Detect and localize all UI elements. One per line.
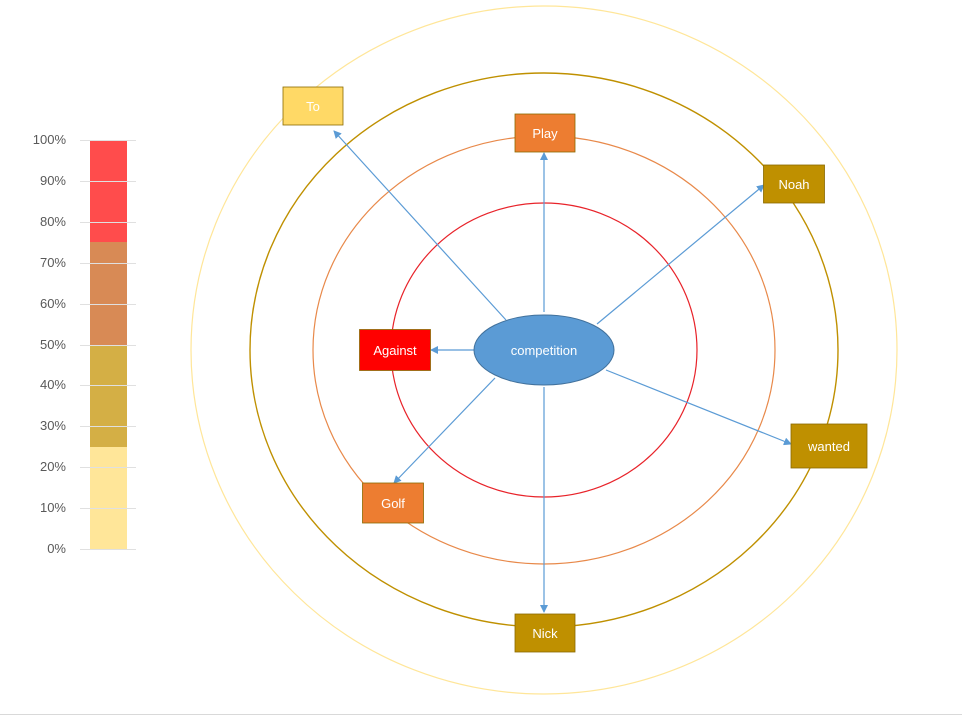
- node-nick-label: Nick: [532, 626, 558, 641]
- node-play[interactable]: Play: [514, 113, 576, 153]
- node-against[interactable]: Against: [359, 329, 431, 371]
- center-ellipse: [473, 314, 615, 386]
- node-wanted[interactable]: wanted: [790, 423, 868, 469]
- scale-gridline: [80, 303, 136, 305]
- scale-gridline: [80, 221, 136, 223]
- arrow-to-noah: [596, 184, 765, 325]
- scale-tick-label: 30%: [39, 418, 66, 434]
- arrow-to-to: [333, 130, 507, 321]
- scale-band-2: [90, 344, 127, 447]
- scale-gridline: [80, 426, 136, 428]
- scale-tick-label: 90%: [39, 172, 66, 188]
- bottom-divider: [0, 714, 962, 715]
- scale-gridline: [80, 385, 136, 387]
- node-to[interactable]: To: [282, 86, 344, 126]
- arrows: [333, 130, 792, 613]
- node-golf[interactable]: Golf: [362, 482, 424, 524]
- scale-tick-label: 80%: [39, 213, 66, 229]
- scale-band-4: [90, 140, 127, 243]
- center-label: competition: [511, 343, 577, 358]
- node-wanted-label: wanted: [807, 439, 850, 454]
- node-nick-box: [514, 613, 576, 653]
- center-node[interactable]: competition: [473, 314, 615, 386]
- node-against-label: Against: [373, 343, 417, 358]
- node-to-label: To: [306, 99, 320, 114]
- scale-tick-label: 0%: [47, 541, 66, 556]
- scale-tick-label: 50%: [39, 336, 66, 352]
- scale-tick-label: 10%: [39, 500, 66, 516]
- scale-tick-label: 20%: [39, 459, 66, 475]
- percentage-scale: 0% 10% 20% 30% 40% 50% 60% 70% 80% 90% 100%: [0, 0, 150, 600]
- node-against-box: [359, 329, 431, 371]
- node-noah-label: Noah: [778, 177, 809, 192]
- arrow-to-wanted: [605, 369, 792, 446]
- node-play-box: [514, 113, 576, 153]
- scale-band-3: [90, 242, 127, 345]
- scale-gridline: [80, 262, 136, 264]
- scale-gridline: [80, 180, 136, 182]
- arrow-to-golf: [393, 377, 496, 484]
- scale-tick-label: 60%: [39, 295, 66, 311]
- node-golf-box: [362, 482, 424, 524]
- scale-tick-label: 40%: [39, 377, 66, 393]
- scale-gridline: [80, 549, 136, 550]
- scale-gridline: [80, 508, 136, 510]
- scale-gridline: [80, 140, 136, 141]
- node-wanted-box: [790, 423, 868, 469]
- scale-tick-label: 70%: [39, 254, 66, 270]
- outer-ring: [190, 5, 898, 695]
- scale-band-1: [90, 446, 127, 549]
- scale-gridline: [80, 467, 136, 469]
- scale-gridline: [80, 344, 136, 346]
- scale-tick-label: 100%: [32, 132, 66, 147]
- node-noah[interactable]: Noah: [763, 164, 825, 204]
- node-golf-label: Golf: [381, 496, 405, 511]
- center: competition: [473, 314, 615, 386]
- node-noah-box: [763, 164, 825, 204]
- node-to-box: [282, 86, 344, 126]
- node-play-label: Play: [532, 126, 558, 141]
- node-nick[interactable]: Nick: [514, 613, 576, 653]
